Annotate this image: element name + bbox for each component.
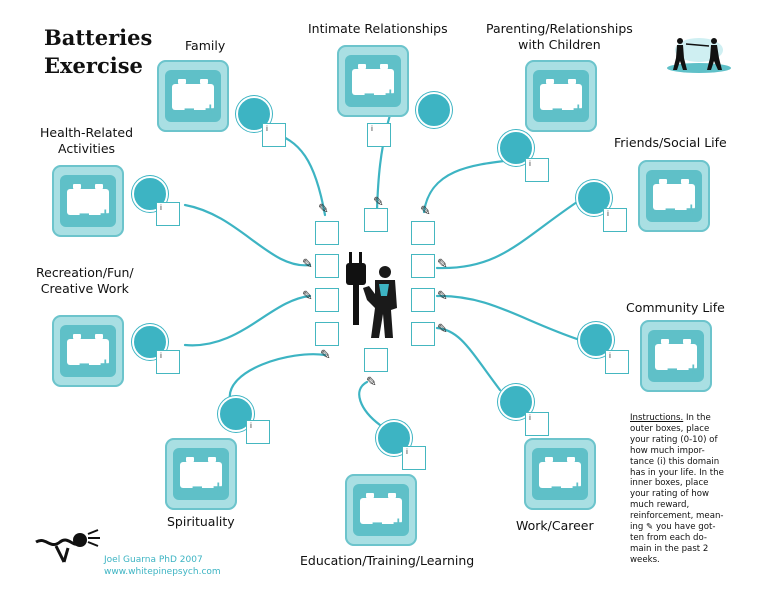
importance-box-education[interactable]: i xyxy=(402,446,426,470)
battery-minus-symbol: − xyxy=(78,355,91,373)
credit-author: Joel Guarna PhD 2007 xyxy=(104,555,203,565)
importance-box-health[interactable]: i xyxy=(156,202,180,226)
battery-parenting: −+ xyxy=(525,60,597,132)
battery-education: −+ xyxy=(345,474,417,546)
gauge-icon xyxy=(498,130,534,166)
domain-label-intimate: Intimate Relationships xyxy=(308,21,448,36)
domain-label-spirituality: Spirituality xyxy=(167,514,235,529)
importance-box-parenting[interactable]: i xyxy=(525,158,549,182)
importance-box-community[interactable]: i xyxy=(605,350,629,374)
domain-label-parenting-line-1: Parenting/Relationships xyxy=(486,21,633,36)
page-title: Batteries Exercise xyxy=(44,24,152,80)
battery-intimate: −+ xyxy=(337,45,409,117)
instructions: Instructions. In the outer boxes, place … xyxy=(630,413,725,566)
two-people-clipart-icon xyxy=(667,38,731,73)
battery-plus-symbol: + xyxy=(99,205,112,223)
reward-box[interactable] xyxy=(411,221,435,245)
battery-plus-symbol: + xyxy=(212,478,225,496)
battery-plus-symbol: + xyxy=(384,85,397,103)
battery-plus-symbol: + xyxy=(392,514,405,532)
plug-tip-icon: ✎ xyxy=(302,257,313,272)
importance-box-friends[interactable]: i xyxy=(603,208,627,232)
battery-minus-symbol: − xyxy=(363,85,376,103)
domain-label-health-line-2: Activities xyxy=(58,141,116,156)
reward-box[interactable] xyxy=(315,288,339,312)
domain-label-health-line-1: Health-Related xyxy=(40,125,134,140)
credit-website[interactable]: www.whitepinepsych.com xyxy=(104,567,221,577)
reward-box[interactable] xyxy=(315,254,339,278)
domain-label-family: Family xyxy=(185,38,226,53)
reward-box[interactable] xyxy=(315,322,339,346)
battery-plus-symbol: + xyxy=(572,100,585,118)
instructions-heading: Instructions. xyxy=(630,413,684,423)
importance-box-work[interactable]: i xyxy=(525,412,549,436)
battery-minus-symbol: − xyxy=(191,478,204,496)
battery-health: −+ xyxy=(52,165,124,237)
reward-box[interactable] xyxy=(411,322,435,346)
plug-tip-icon: ✎ xyxy=(437,289,448,304)
plug-logo-icon xyxy=(35,529,100,563)
battery-work: −+ xyxy=(524,438,596,510)
plug-tip-icon: ✎ xyxy=(437,322,448,337)
domain-label-education: Education/Training/Learning xyxy=(300,553,475,568)
domain-label-health: Health-Related Activities xyxy=(40,125,133,157)
plug-tip-icon: ✎ xyxy=(320,348,331,363)
domain-label-parenting-line-2: with Children xyxy=(518,37,601,52)
battery-minus-symbol: − xyxy=(550,478,563,496)
reward-box[interactable] xyxy=(364,348,388,372)
instructions-body: In the outer boxes, place your rating (0… xyxy=(630,413,724,565)
importance-box-family[interactable]: i xyxy=(262,123,286,147)
reward-box[interactable] xyxy=(315,221,339,245)
plug-tip-icon: ✎ xyxy=(437,257,448,272)
plug-tip-icon: ✎ xyxy=(366,375,377,390)
battery-minus-symbol: − xyxy=(78,205,91,223)
battery-minus-symbol: − xyxy=(183,100,196,118)
plug-tip-icon: ✎ xyxy=(302,289,313,304)
gauge-icon xyxy=(416,92,452,128)
battery-minus-symbol: − xyxy=(371,514,384,532)
domain-label-parenting: Parenting/Relationships with Children xyxy=(486,21,633,53)
gauge-icon xyxy=(576,180,612,216)
person-with-plug-icon xyxy=(346,252,397,338)
battery-plus-symbol: + xyxy=(687,360,700,378)
reward-box[interactable] xyxy=(411,288,435,312)
domain-label-friends: Friends/Social Life xyxy=(614,135,727,150)
importance-box-spirituality[interactable]: i xyxy=(246,420,270,444)
importance-box-recreation[interactable]: i xyxy=(156,350,180,374)
reward-box[interactable] xyxy=(411,254,435,278)
battery-friends: −+ xyxy=(638,160,710,232)
battery-minus-symbol: − xyxy=(551,100,564,118)
battery-minus-symbol: − xyxy=(664,200,677,218)
domain-label-recreation: Recreation/Fun/ Creative Work xyxy=(36,265,134,297)
battery-community: −+ xyxy=(640,320,712,392)
battery-recreation: −+ xyxy=(52,315,124,387)
plug-tip-icon: ✎ xyxy=(420,204,431,219)
plug-tip-icon: ✎ xyxy=(373,195,384,210)
credit: Joel Guarna PhD 2007 www.whitepinepsych.… xyxy=(104,554,221,578)
reward-box[interactable] xyxy=(364,208,388,232)
battery-plus-symbol: + xyxy=(204,100,217,118)
battery-plus-symbol: + xyxy=(685,200,698,218)
domain-label-recreation-line-2: Creative Work xyxy=(40,281,129,296)
importance-box-intimate[interactable]: i xyxy=(367,123,391,147)
domain-label-recreation-line-1: Recreation/Fun/ xyxy=(36,265,134,280)
battery-family: −+ xyxy=(157,60,229,132)
battery-spirituality: −+ xyxy=(165,438,237,510)
domain-label-community: Community Life xyxy=(626,300,725,315)
plug-tip-icon: ✎ xyxy=(318,202,329,217)
domain-label-work: Work/Career xyxy=(516,518,594,533)
battery-minus-symbol: − xyxy=(666,360,679,378)
battery-plus-symbol: + xyxy=(571,478,584,496)
battery-plus-symbol: + xyxy=(99,355,112,373)
title-line-2: Exercise xyxy=(44,53,143,78)
title-line-1: Batteries xyxy=(44,25,153,50)
